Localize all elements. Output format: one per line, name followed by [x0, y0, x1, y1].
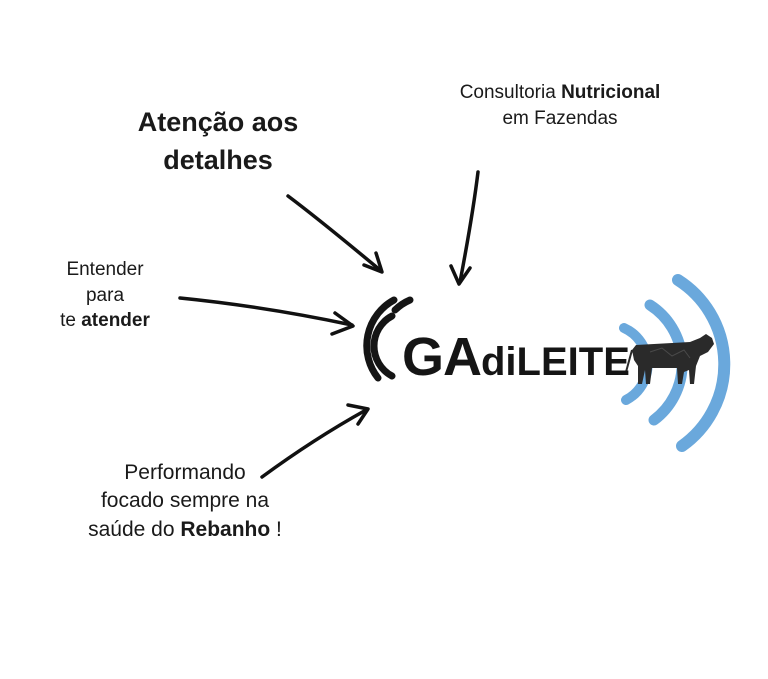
arrow-from-consultoria — [449, 170, 480, 286]
callout-entender-bold3: atender — [81, 310, 150, 332]
callout-entender-line3: te atender — [30, 308, 180, 334]
arrow-from-atencao — [286, 194, 384, 274]
callout-consultoria-pre: Consultoria — [459, 82, 562, 103]
brand-logo: GAdiLEITE — [402, 330, 630, 384]
callout-atencao-detalhes: Atenção aos detalhes — [118, 104, 318, 180]
logo-text-ga: GA — [402, 327, 482, 387]
callout-performando: Performando focado sempre na saúde do Re… — [60, 459, 310, 544]
logo-left-arcs — [363, 296, 414, 382]
logo-text-dileite: diLEITE — [481, 340, 630, 384]
arrow-from-entender — [178, 296, 355, 336]
callout-performando-bold3: Rebanho — [180, 517, 271, 541]
callout-atencao-line2: detalhes — [163, 144, 273, 175]
callout-performando-line3: saúde do Rebanho ! — [60, 516, 310, 544]
callout-entender-pre3: te — [60, 310, 82, 332]
cow-icon — [625, 334, 714, 384]
callout-performando-line1: Performando — [124, 461, 246, 484]
callout-consultoria-line1: Consultoria Nutricional — [430, 80, 690, 106]
callout-performando-pre3: saúde do — [88, 517, 181, 541]
callout-entender-line2: para — [85, 284, 125, 306]
callout-consultoria-line2: em Fazendas — [502, 107, 618, 129]
callout-performando-post3: ! — [270, 517, 282, 541]
callout-entender-line1: Entender — [66, 259, 144, 280]
arrow-from-performando — [260, 403, 370, 479]
callout-atencao-line1: Atenção aos — [137, 107, 299, 137]
callout-performando-line2: focado sempre na — [100, 489, 270, 513]
callout-consultoria: Consultoria Nutricional em Fazendas — [430, 80, 690, 131]
callout-consultoria-bold: Nutricional — [561, 82, 661, 103]
callout-entender: Entender para te atender — [30, 257, 180, 334]
